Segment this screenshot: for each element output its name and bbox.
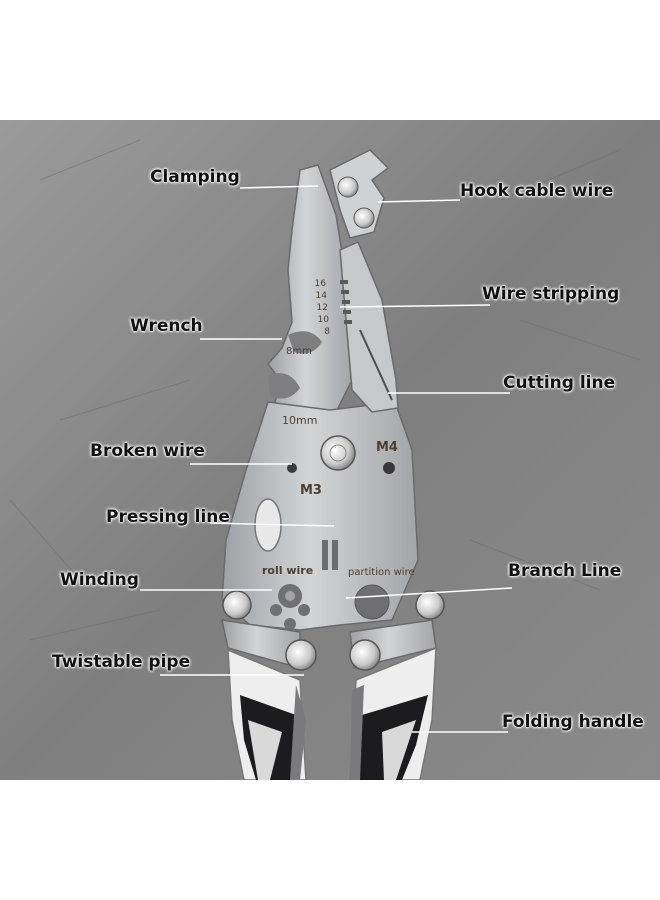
right-rivet [415, 590, 445, 620]
callout-wrench: Wrench [130, 316, 203, 336]
gauge-8: 8 [324, 327, 330, 337]
left-pipe-rivet [285, 639, 317, 671]
callout-twistable-pipe: Twistable pipe [52, 652, 191, 672]
right-jaw [339, 241, 399, 413]
callout-folding-handle: Folding handle [502, 712, 644, 732]
m4-label: M4 [376, 440, 398, 455]
hook-tip [329, 149, 390, 239]
gauge-16: 16 [315, 279, 327, 289]
wrench-8mm-opening [288, 331, 322, 354]
leader-lines [140, 185, 513, 733]
callout-wire-stripping: Wire stripping [482, 284, 620, 304]
m3-hole [287, 463, 297, 473]
callout-hook-cable-wire: Hook cable wire [460, 181, 614, 201]
m4-hole [383, 462, 395, 474]
roll-wire-label: roll wire [262, 564, 313, 577]
callout-broken-wire: Broken wire [90, 441, 205, 461]
gauge-12: 12 [317, 303, 328, 313]
gauge-14: 14 [316, 291, 328, 301]
pivot-rivet [320, 435, 356, 471]
wrench-10mm-opening [268, 373, 300, 399]
product-photo: 16 14 12 10 8 8mm 10mm M4 M3 roll wire p… [0, 120, 660, 780]
pliers-illustration: 16 14 12 10 8 8mm 10mm M4 M3 roll wire p… [0, 120, 660, 780]
callout-winding: Winding [60, 570, 139, 590]
gauge-10: 10 [318, 315, 330, 325]
stripping-notches [340, 280, 352, 324]
left-handle [227, 648, 307, 780]
callout-cutting-line: Cutting line [503, 373, 616, 393]
right-handle [349, 646, 437, 780]
partition-wire-hole [354, 584, 390, 620]
partition-wire-label: partition wire [348, 567, 415, 578]
right-pipe-rivet [349, 639, 381, 671]
wrench-10mm-label: 10mm [282, 414, 317, 427]
background-scratches [9, 139, 641, 641]
m3-label: M3 [300, 483, 322, 498]
callout-clamping: Clamping [150, 167, 240, 187]
callout-pressing-line: Pressing line [106, 507, 230, 527]
left-rivet [222, 590, 252, 620]
roll-wire-holes [270, 584, 310, 630]
pressing-teeth [322, 540, 338, 570]
callout-branch-line: Branch Line [508, 561, 622, 581]
wrench-8mm-label: 8mm [286, 346, 312, 357]
